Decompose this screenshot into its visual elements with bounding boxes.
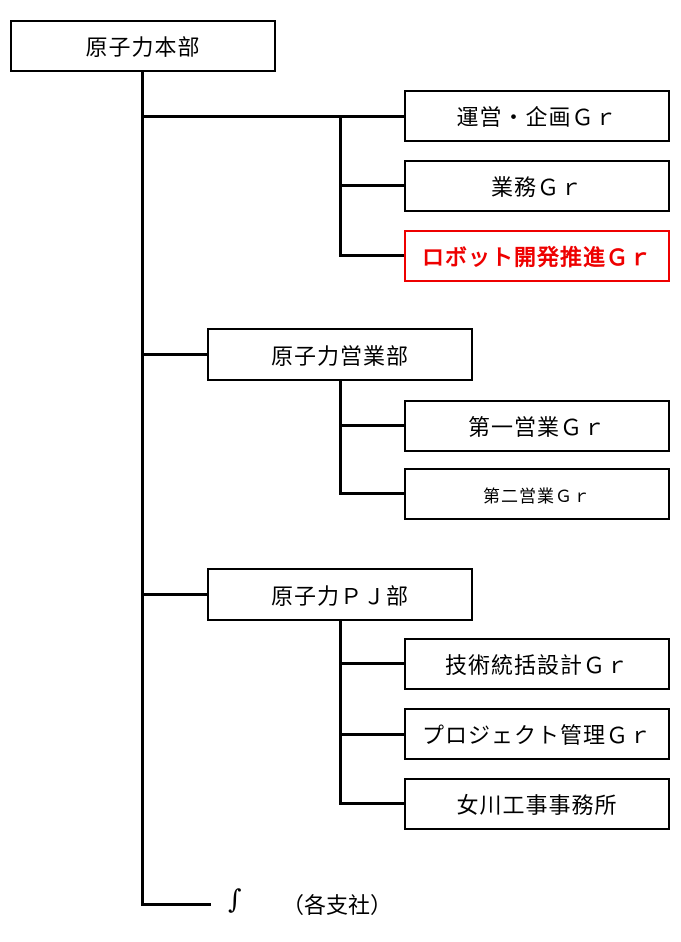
branch-line-gijutsu [339, 662, 406, 665]
branch-line-daiichi [339, 424, 406, 427]
department-node-eigyo: 原子力営業部 [207, 328, 473, 381]
eigyo-vertical-line [339, 380, 342, 495]
group-node-daini-eigyo: 第二営業Ｇｒ [404, 468, 670, 520]
branch-line-onagawa [339, 802, 406, 805]
continuation-mark: ∫ [228, 885, 242, 915]
branch-line-project [339, 733, 406, 736]
group-node-daiichi-eigyo: 第一営業Ｇｒ [404, 400, 670, 452]
group-node-robot-kaihatsu: ロボット開発推進Ｇｒ [404, 230, 670, 282]
main-trunk-line [141, 70, 144, 906]
branch-line-pj-dept [141, 593, 209, 596]
branch-line-robot [339, 254, 406, 257]
department-node-pj: 原子力ＰＪ部 [207, 568, 473, 621]
group-node-unei-kikaku: 運営・企画Ｇｒ [404, 90, 670, 142]
branch-line-eigyo-dept [141, 353, 209, 356]
branch-line-unei [339, 115, 406, 118]
branch-line-groups [141, 115, 342, 118]
branch-offices-label: （各支社） [282, 894, 393, 919]
root-node-genshiryoku-honbu: 原子力本部 [10, 20, 276, 72]
group-node-project-kanri: プロジェクト管理Ｇｒ [404, 708, 670, 760]
office-node-onagawa: 女川工事事務所 [404, 778, 670, 830]
pj-vertical-line [339, 620, 342, 805]
branch-line-daini [339, 492, 406, 495]
branch-line-branches [141, 903, 211, 906]
branch-line-gyomu [339, 184, 406, 187]
group-node-gyomu: 業務Ｇｒ [404, 160, 670, 212]
group-node-gijutsu-tokatsu: 技術統括設計Ｇｒ [404, 638, 670, 690]
